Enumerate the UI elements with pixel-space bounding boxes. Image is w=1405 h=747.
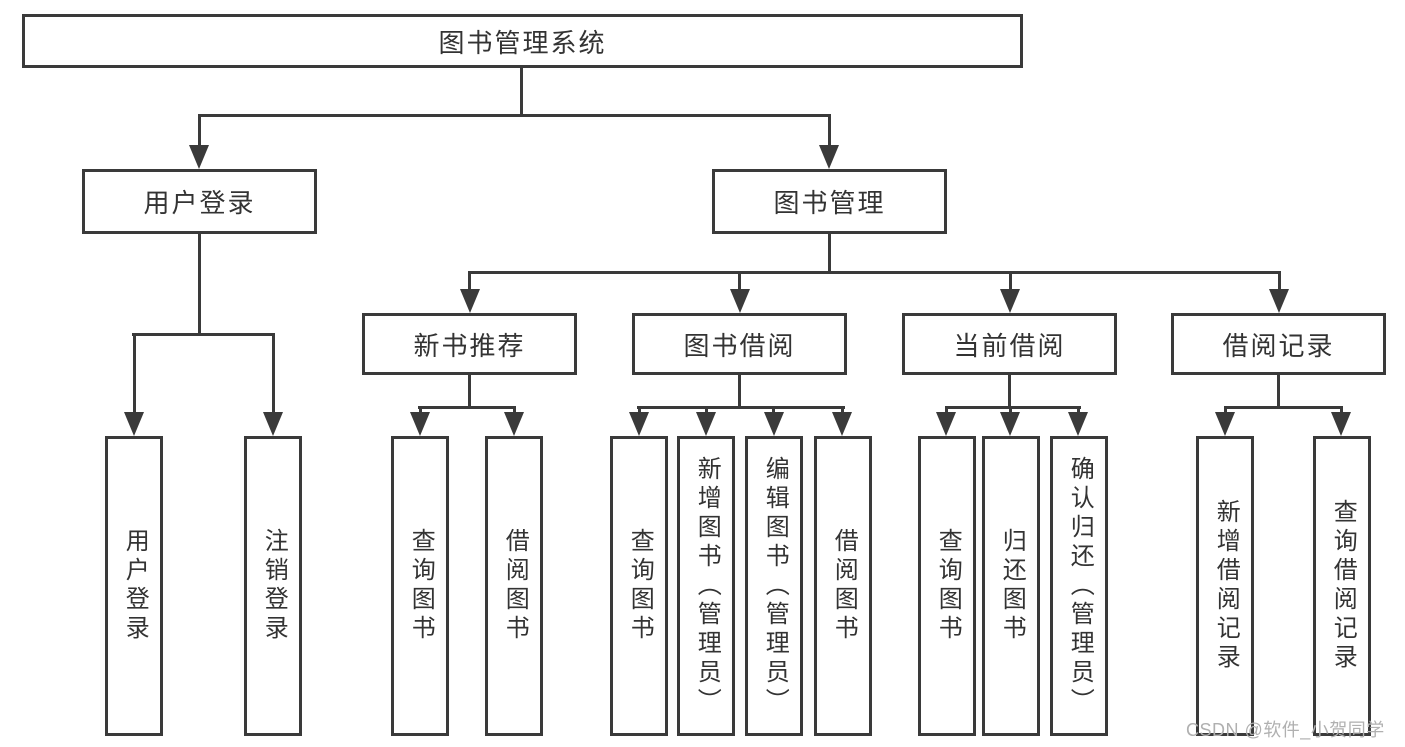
connector-line [468,271,1281,274]
leaf-borrow-books: 借阅图书 [485,436,543,736]
node-current-borrowing: 当前借阅 [902,313,1117,375]
leaf-user-login: 用户登录 [105,436,163,736]
connector-line [945,406,948,416]
arrow-down-icon [1215,412,1235,436]
node-user-login: 用户登录 [82,169,317,234]
arrow-down-icon [730,289,750,313]
connector-line [738,375,741,409]
connector-line [772,406,775,416]
connector-line [418,406,516,409]
leaf-query-borrow-record: 查询借阅记录 [1313,436,1371,736]
arrow-down-icon [832,412,852,436]
connector-line [132,333,275,336]
connector-line [705,406,708,416]
node-borrowing-records: 借阅记录 [1171,313,1386,375]
leaf-logout: 注销登录 [244,436,302,736]
connector-line [637,406,845,409]
leaf-edit-book-admin: 编辑图书（管理员） [745,436,803,736]
connector-line [272,333,275,416]
leaf-confirm-return-admin: 确认归还（管理员） [1050,436,1108,736]
connector-line [1009,271,1012,292]
arrow-down-icon [504,412,524,436]
arrow-down-icon [696,412,716,436]
leaf-borrow-books: 借阅图书 [814,436,872,736]
arrow-down-icon [410,412,430,436]
connector-line [1340,406,1343,416]
connector-line [198,234,201,336]
connector-line [520,66,523,117]
arrow-down-icon [819,145,839,169]
arrow-down-icon [1000,289,1020,313]
connector-line [1077,406,1080,416]
connector-line [1224,406,1343,409]
connector-line [513,406,516,416]
arrow-down-icon [124,412,144,436]
connector-line [198,114,201,150]
connector-line [638,406,641,416]
leaf-add-book-admin: 新增图书（管理员） [677,436,735,736]
arrow-down-icon [936,412,956,436]
arrow-down-icon [1331,412,1351,436]
leaf-add-borrow-record: 新增借阅记录 [1196,436,1254,736]
watermark: CSDN @软件_小贺同学 [1186,720,1385,740]
connector-line [133,333,136,416]
connector-line [1009,406,1012,416]
arrow-down-icon [764,412,784,436]
arrow-down-icon [460,289,480,313]
connector-line [1278,271,1281,292]
arrow-down-icon [1000,412,1020,436]
arrow-down-icon [1068,412,1088,436]
leaf-query-books: 查询图书 [610,436,668,736]
connector-line [828,114,831,150]
leaf-query-books: 查询图书 [918,436,976,736]
arrow-down-icon [629,412,649,436]
leaf-return-books: 归还图书 [982,436,1040,736]
connector-line [841,406,844,416]
node-book-management: 图书管理 [712,169,947,234]
connector-line [1008,375,1011,409]
node-new-book-recommendation: 新书推荐 [362,313,577,375]
connector-line [1224,406,1227,416]
connector-line [738,271,741,292]
leaf-query-books: 查询图书 [391,436,449,736]
node-book-borrowing: 图书借阅 [632,313,847,375]
connector-line [828,233,831,274]
connector-line [468,271,471,292]
node-library-system: 图书管理系统 [22,14,1023,68]
arrow-down-icon [263,412,283,436]
arrow-down-icon [1269,289,1289,313]
arrow-down-icon [189,145,209,169]
connector-line [468,375,471,409]
connector-line [1277,375,1280,409]
connector-line [945,406,1081,409]
connector-line [198,114,831,117]
connector-line [419,406,422,416]
